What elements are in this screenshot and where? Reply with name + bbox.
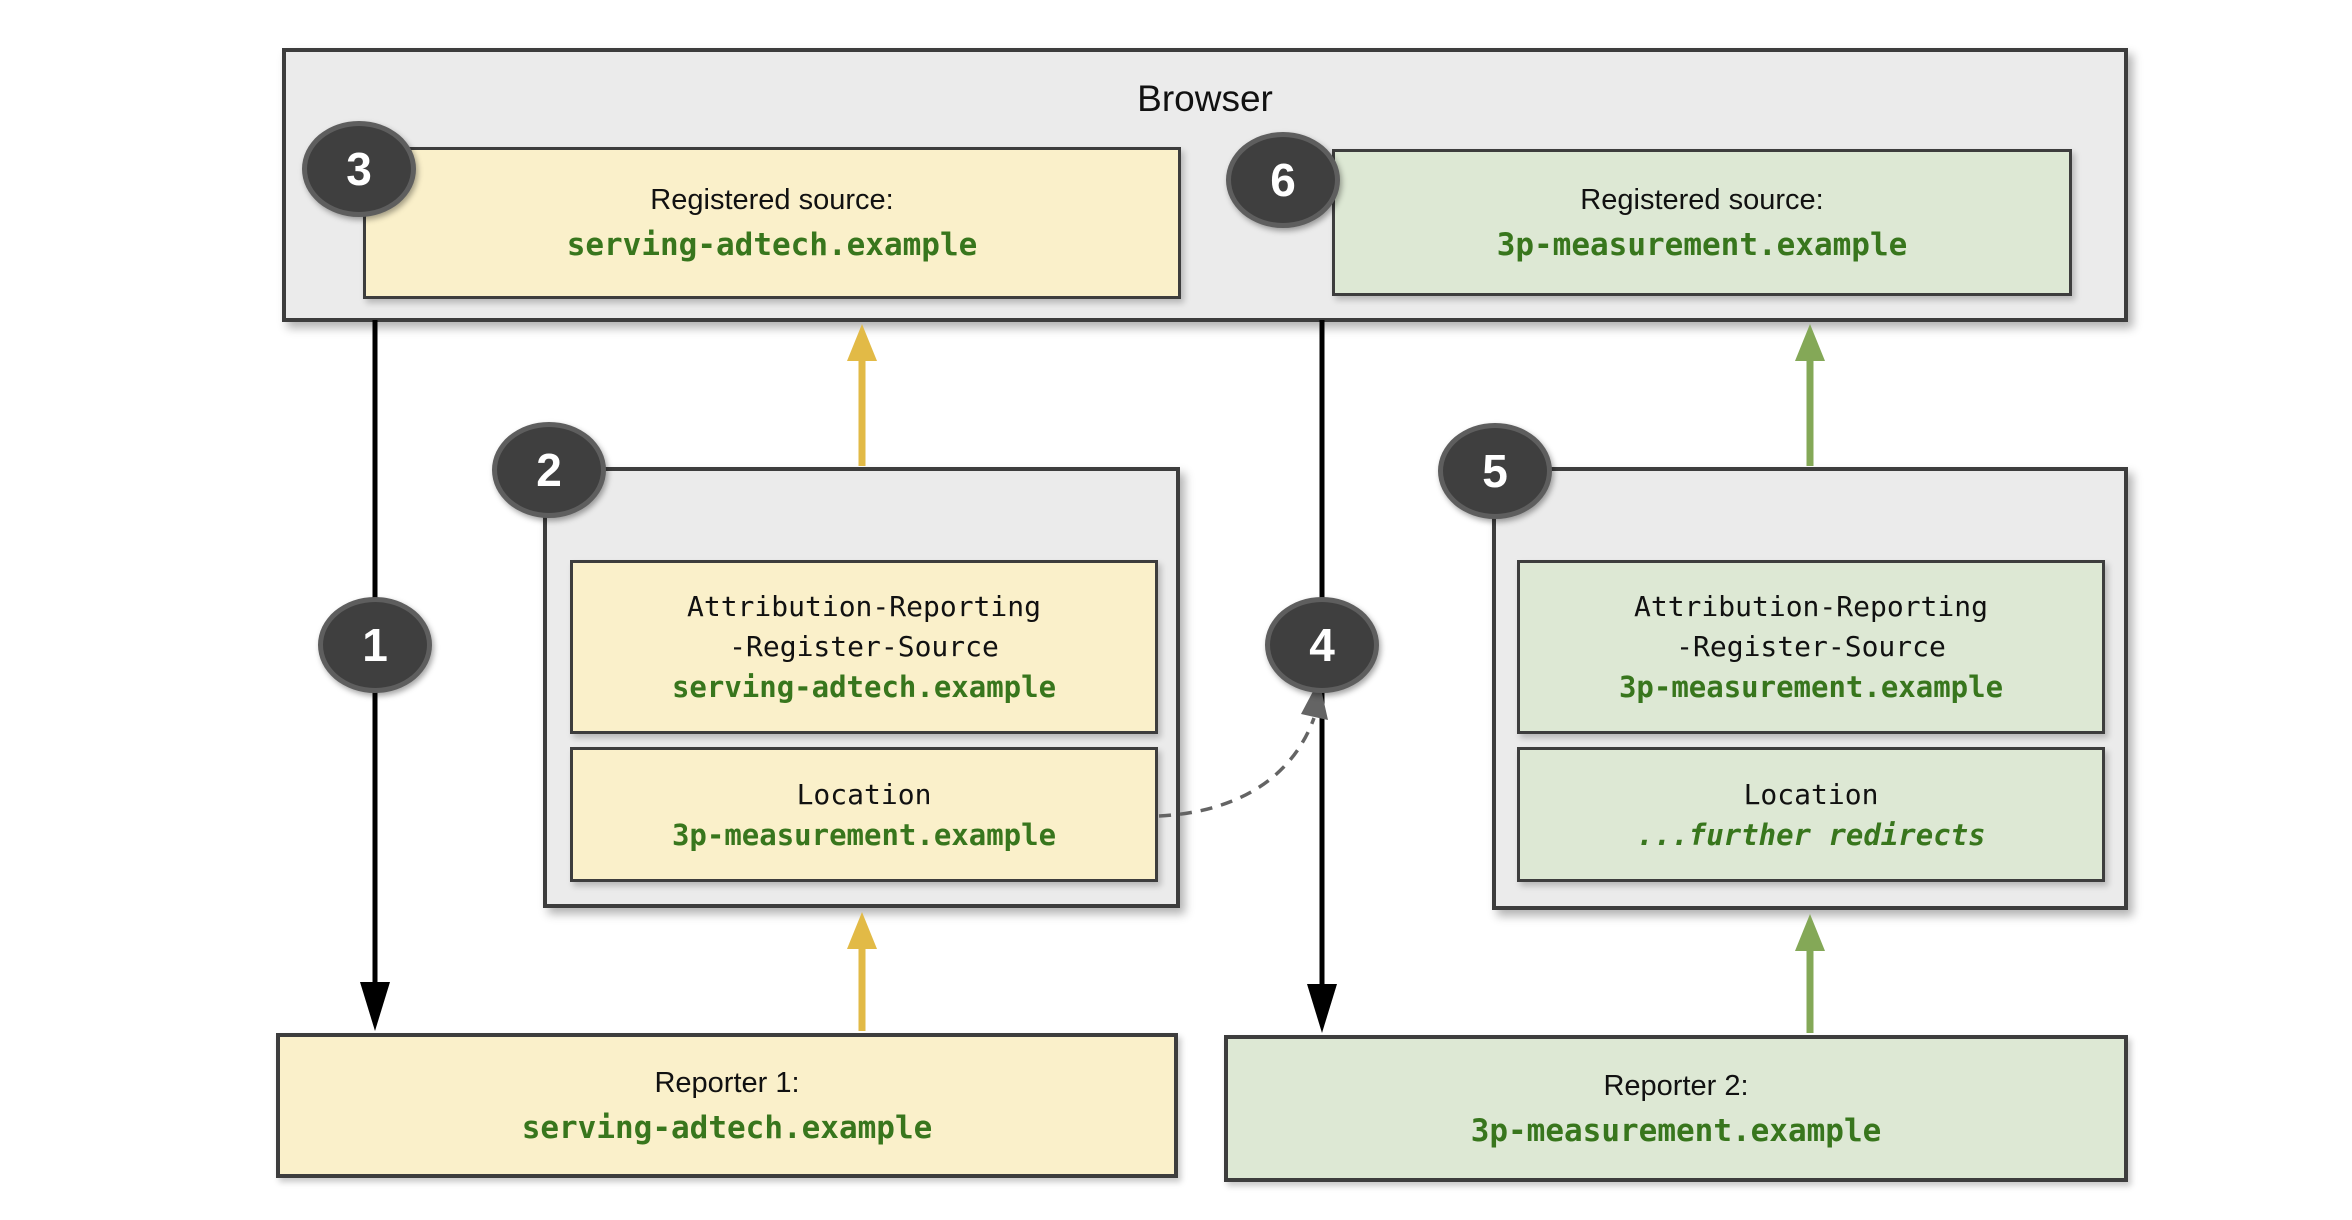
registered-source-1-domain: serving-adtech.example [566, 227, 978, 263]
reporter-1-box: Reporter 1: serving-adtech.example [276, 1033, 1178, 1178]
reporter-2-domain: 3p-measurement.example [1470, 1112, 1882, 1149]
response-1-header-line2: -Register-Source [729, 630, 999, 663]
response-arrow-yellow-lower-icon [847, 912, 877, 1031]
step-badge-2: 2 [492, 422, 606, 518]
response-2-location-label: Location [1743, 777, 1879, 811]
registered-source-1-label: Registered source: [650, 184, 894, 216]
response-2-header-line2: -Register-Source [1676, 630, 1946, 663]
browser-title: Browser [1137, 78, 1273, 119]
reporter-1-label: Reporter 1: [654, 1066, 800, 1099]
response-1-location-value: 3p-measurement.example [671, 817, 1057, 852]
response-arrow-yellow-upper-icon [847, 324, 877, 466]
response-1-header-line1: Attribution-Reporting [686, 590, 1041, 623]
response-arrow-green-lower-icon [1795, 914, 1825, 1033]
reporter-2-box: Reporter 2: 3p-measurement.example [1224, 1035, 2128, 1182]
response-2-header-line1: Attribution-Reporting [1633, 590, 1988, 623]
response-2-location-value: ...further redirects [1636, 817, 1986, 852]
reporter-2-label: Reporter 2: [1603, 1069, 1749, 1102]
response-arrow-green-upper-icon [1795, 324, 1825, 466]
step-badge-4: 4 [1265, 597, 1379, 693]
step-badge-5: 5 [1438, 423, 1552, 519]
step-badge-1: 1 [318, 597, 432, 693]
response-1-header-box: Attribution-Reporting -Register-Source s… [570, 560, 1158, 734]
step-badge-3: 3 [302, 121, 416, 217]
step-badge-6: 6 [1226, 132, 1340, 228]
registered-source-2-label: Registered source: [1580, 183, 1824, 216]
response-1-location-box: Location 3p-measurement.example [570, 747, 1158, 882]
registered-source-1-box: Registered source: serving-adtech.exampl… [363, 147, 1181, 299]
response-1-header-value: serving-adtech.example [671, 670, 1057, 704]
response-2-location-box: Location ...further redirects [1517, 747, 2105, 882]
reporter-1-domain: serving-adtech.example [521, 1109, 933, 1146]
redirect-dashed-arrow-icon [1158, 680, 1328, 818]
response-2-header-value: 3p-measurement.example [1618, 670, 2004, 704]
registered-source-2-domain: 3p-measurement.example [1496, 226, 1908, 263]
response-1-location-label: Location [796, 777, 932, 811]
response-2-header-box: Attribution-Reporting -Register-Source 3… [1517, 560, 2105, 734]
registered-source-2-box: Registered source: 3p-measurement.exampl… [1332, 149, 2072, 296]
